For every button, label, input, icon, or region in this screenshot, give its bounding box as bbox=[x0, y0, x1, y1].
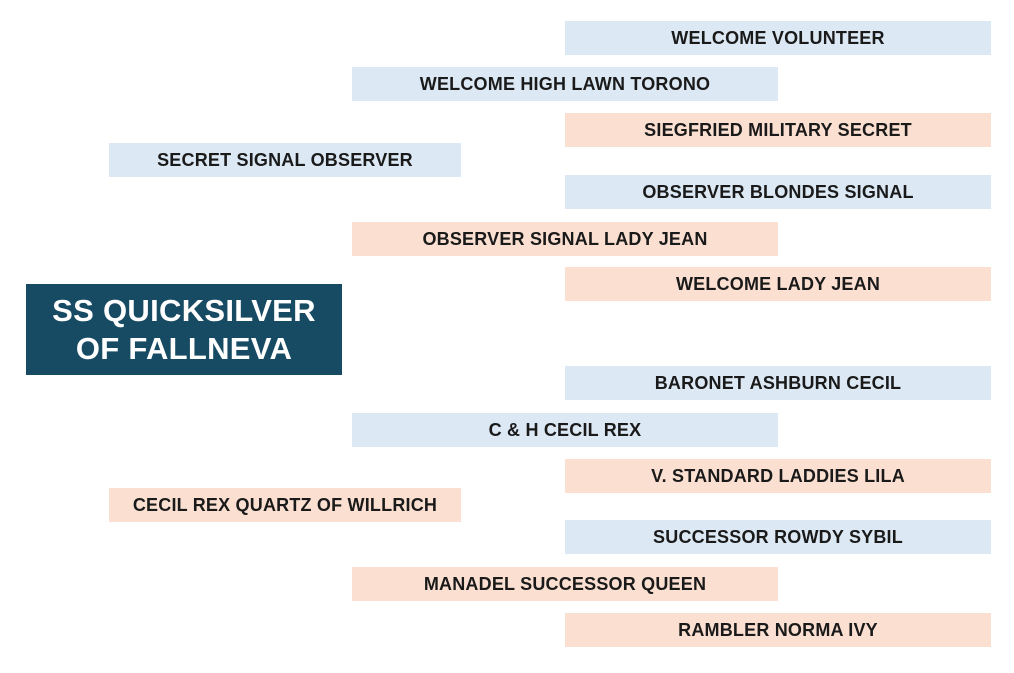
subject-name-line1: SS QUICKSILVER bbox=[52, 292, 316, 328]
sire-dam-box: OBSERVER SIGNAL LADY JEAN bbox=[352, 222, 778, 256]
sire-sire-sire-box: WELCOME VOLUNTEER bbox=[565, 21, 991, 55]
dam-sire-sire-name: BARONET ASHBURN CECIL bbox=[654, 372, 902, 393]
sire-box: SECRET SIGNAL OBSERVER bbox=[109, 143, 461, 177]
dam-sire-dam-box: V. STANDARD LADDIES LILA bbox=[565, 459, 991, 493]
sire-dam-dam-box: WELCOME LADY JEAN bbox=[565, 267, 991, 301]
dam-sire-sire-box: BARONET ASHBURN CECIL bbox=[565, 366, 991, 400]
dam-sire-name: C & H CECIL REX bbox=[488, 419, 642, 440]
sire-dam-sire-name: OBSERVER BLONDES SIGNAL bbox=[642, 181, 914, 202]
dam-sire-box: C & H CECIL REX bbox=[352, 413, 778, 447]
subject-box: SS QUICKSILVER OF FALLNEVA bbox=[26, 284, 342, 375]
dam-dam-box: MANADEL SUCCESSOR QUEEN bbox=[352, 567, 778, 601]
sire-sire-name: WELCOME HIGH LAWN TORONO bbox=[419, 73, 711, 94]
sire-sire-box: WELCOME HIGH LAWN TORONO bbox=[352, 67, 778, 101]
dam-name: CECIL REX QUARTZ OF WILLRICH bbox=[132, 494, 438, 515]
dam-box: CECIL REX QUARTZ OF WILLRICH bbox=[109, 488, 461, 522]
sire-dam-dam-name: WELCOME LADY JEAN bbox=[675, 273, 881, 294]
sire-dam-sire-box: OBSERVER BLONDES SIGNAL bbox=[565, 175, 991, 209]
sire-name: SECRET SIGNAL OBSERVER bbox=[157, 149, 413, 170]
sire-sire-dam-name: SIEGFRIED MILITARY SECRET bbox=[644, 119, 912, 140]
dam-dam-sire-box: SUCCESSOR ROWDY SYBIL bbox=[565, 520, 991, 554]
dam-dam-name: MANADEL SUCCESSOR QUEEN bbox=[423, 573, 707, 594]
sire-sire-dam-box: SIEGFRIED MILITARY SECRET bbox=[565, 113, 991, 147]
dam-sire-dam-name: V. STANDARD LADDIES LILA bbox=[651, 465, 905, 486]
dam-dam-dam-name: RAMBLER NORMA IVY bbox=[678, 619, 878, 640]
subject-name-line2: OF FALLNEVA bbox=[75, 330, 293, 366]
dam-dam-sire-name: SUCCESSOR ROWDY SYBIL bbox=[653, 526, 903, 547]
sire-dam-name: OBSERVER SIGNAL LADY JEAN bbox=[422, 228, 708, 249]
sire-sire-sire-name: WELCOME VOLUNTEER bbox=[671, 27, 885, 48]
dam-dam-dam-box: RAMBLER NORMA IVY bbox=[565, 613, 991, 647]
